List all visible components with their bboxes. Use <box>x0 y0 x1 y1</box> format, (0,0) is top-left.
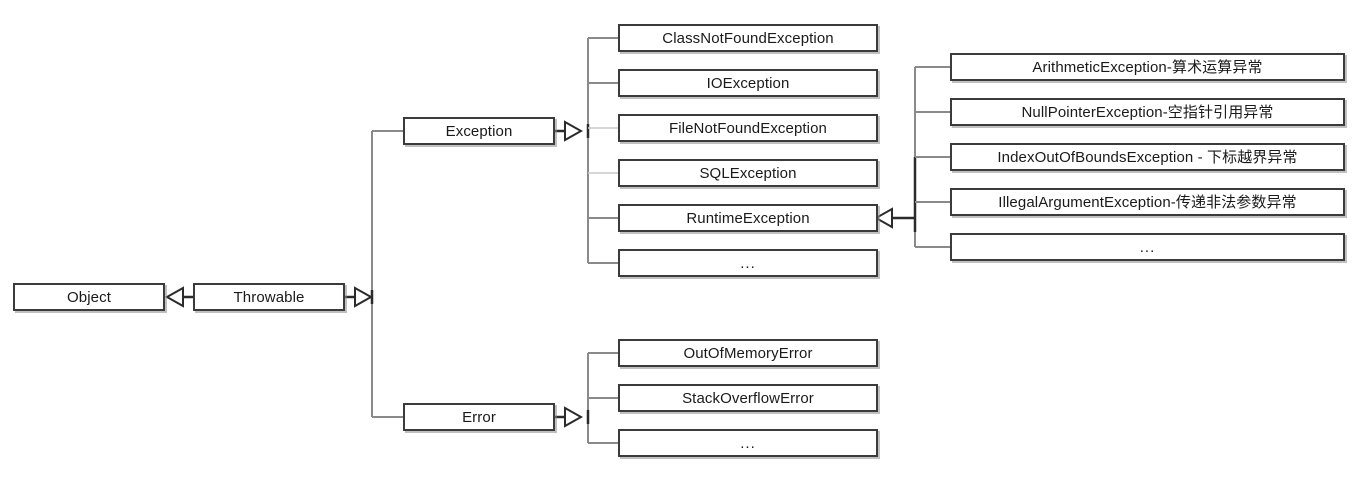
class-node-label: ArithmeticException-算术运算异常 <box>1032 58 1263 76</box>
class-node-label: FileNotFoundException <box>668 119 828 137</box>
class-node-label: NullPointerException-空指针引用异常 <box>1021 103 1274 121</box>
class-node-exception-subclass[interactable]: ... <box>618 249 878 277</box>
class-node-label: RuntimeException <box>686 209 810 227</box>
class-node-throwable[interactable]: Throwable <box>193 283 345 311</box>
edge-throwable-children <box>345 130 403 418</box>
class-node-runtimeexception-subclass[interactable]: IllegalArgumentException-传递非法参数异常 <box>950 188 1345 216</box>
edge-runtimeexception-children <box>873 66 950 248</box>
class-node-label: Object <box>67 288 111 306</box>
class-node-label: IndexOutOfBoundsException - 下标越界异常 <box>997 148 1298 166</box>
class-node-label: StackOverflowError <box>682 389 814 407</box>
class-node-label: OutOfMemoryError <box>683 344 813 362</box>
class-node-object[interactable]: Object <box>13 283 165 311</box>
class-node-error-subclass[interactable]: OutOfMemoryError <box>618 339 878 367</box>
class-node-label: ClassNotFoundException <box>662 29 834 47</box>
class-node-exception-subclass[interactable]: ClassNotFoundException <box>618 24 878 52</box>
class-node-label: IllegalArgumentException-传递非法参数异常 <box>998 193 1297 211</box>
class-node-label: Throwable <box>233 288 305 306</box>
class-node-runtimeexception-subclass[interactable]: ... <box>950 233 1345 261</box>
class-node-exception-subclass[interactable]: IOException <box>618 69 878 97</box>
class-node-exception-subclass[interactable]: SQLException <box>618 159 878 187</box>
class-node-exception-subclass[interactable]: FileNotFoundException <box>618 114 878 142</box>
class-node-runtimeexception-subclass[interactable]: NullPointerException-空指针引用异常 <box>950 98 1345 126</box>
class-node-label: Error <box>462 408 496 426</box>
class-node-exception-subclass[interactable]: RuntimeException <box>618 204 878 232</box>
edge-exception-children <box>555 37 618 264</box>
class-node-error-subclass[interactable]: ... <box>618 429 878 457</box>
class-node-exception[interactable]: Exception <box>403 117 555 145</box>
edge-object-throwable <box>164 286 193 308</box>
edge-error-children <box>555 352 618 444</box>
class-node-label: IOException <box>706 74 790 92</box>
class-node-error-subclass[interactable]: StackOverflowError <box>618 384 878 412</box>
class-node-label: ... <box>740 254 756 272</box>
class-node-runtimeexception-subclass[interactable]: IndexOutOfBoundsException - 下标越界异常 <box>950 143 1345 171</box>
class-node-label: Exception <box>445 122 513 140</box>
class-node-label: SQLException <box>699 164 797 182</box>
class-node-runtimeexception-subclass[interactable]: ArithmeticException-算术运算异常 <box>950 53 1345 81</box>
class-node-label: ... <box>740 434 756 452</box>
class-node-error[interactable]: Error <box>403 403 555 431</box>
class-node-label: ... <box>1139 238 1156 256</box>
